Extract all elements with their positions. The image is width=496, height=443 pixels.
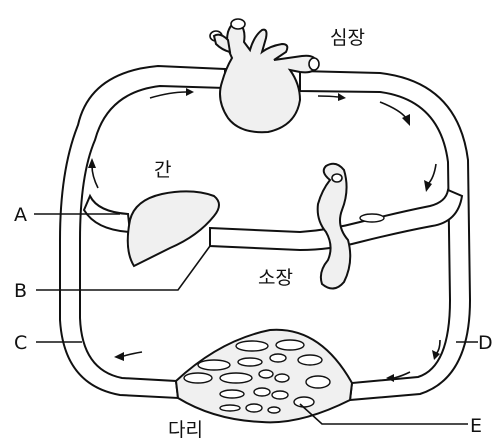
leg-label: 다리 — [168, 419, 203, 441]
vessel-label-a: A — [14, 204, 27, 226]
vessel-label-d: D — [478, 332, 493, 354]
leg-capillary-bed — [176, 330, 352, 423]
heart-label: 심장 — [330, 27, 365, 49]
vessel-label-b: B — [14, 280, 27, 302]
liver — [128, 191, 219, 266]
liver-label: 간 — [154, 159, 171, 181]
vessel-label-e: E — [470, 415, 482, 437]
small-intestine-label: 소장 — [258, 267, 293, 289]
vessel-label-c: C — [14, 332, 27, 354]
